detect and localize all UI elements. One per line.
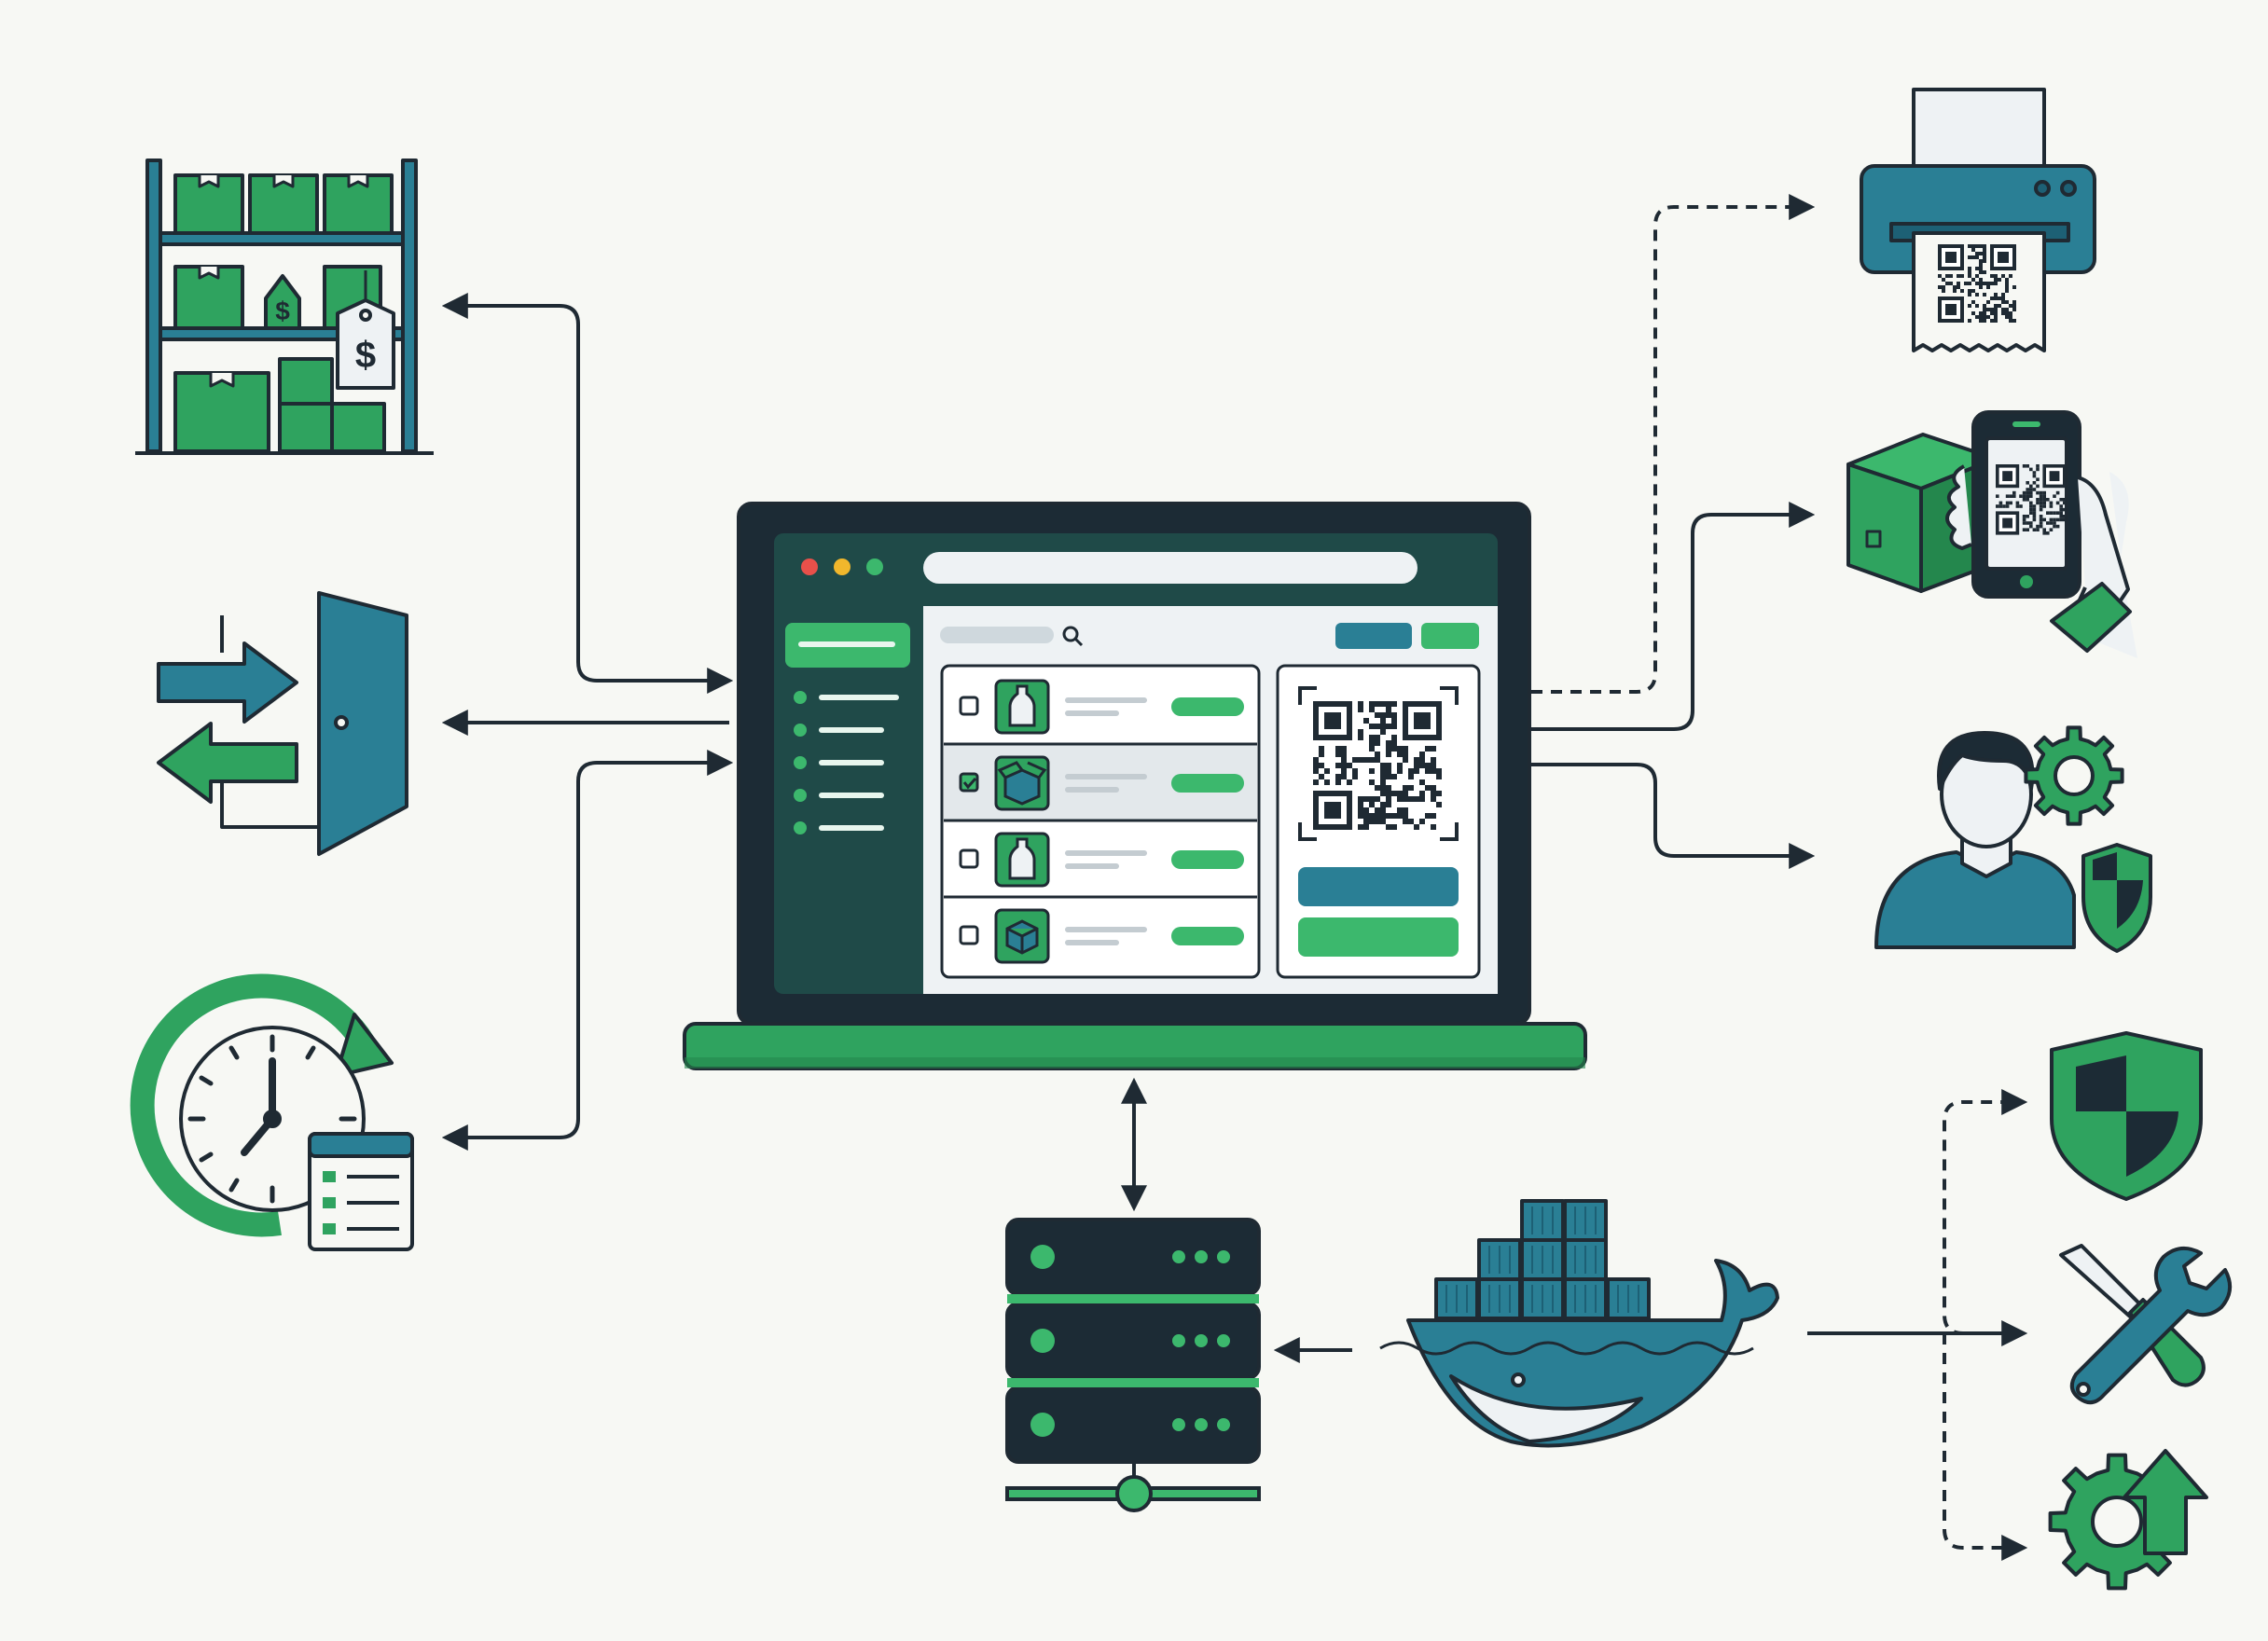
qr-printer-icon (1860, 88, 2096, 352)
sidebar-item[interactable] (794, 724, 884, 737)
settings-gear-icon (2024, 725, 2124, 826)
door-in-out-icon (157, 591, 408, 856)
calendar-list-icon (308, 1132, 414, 1251)
laptop-inventory-dashboard (683, 502, 1587, 1070)
warehouse-shelving-icon: $ $ (135, 159, 434, 455)
arrow-hub-update (1943, 1333, 2028, 1561)
arrow-laptop-mobile (1531, 502, 1816, 731)
arrow-laptop-user (1531, 763, 1816, 869)
row-checkbox[interactable] (959, 848, 979, 869)
security-shield-icon (2050, 1031, 2203, 1201)
arrow-laptop-printer (1531, 194, 1816, 694)
qr-confirm-button[interactable] (1298, 917, 1459, 957)
arrow-hub-shield (1943, 1089, 2028, 1335)
arrow-laptop-schedule (441, 750, 734, 1151)
qr-scan-frame (1298, 686, 1459, 841)
address-bar[interactable] (923, 552, 1418, 584)
window-maximize-dot[interactable] (866, 558, 883, 575)
list-item[interactable] (944, 742, 1257, 820)
window-close-dot[interactable] (801, 558, 818, 575)
row-status-pill (1171, 927, 1244, 945)
qr-print-button[interactable] (1298, 867, 1459, 906)
inventory-rows (944, 679, 1257, 964)
list-item[interactable] (944, 895, 1257, 964)
svg-text:$: $ (275, 296, 290, 325)
qr-code (1313, 701, 1442, 830)
maintenance-tools-icon (2059, 1244, 2233, 1405)
arrow-warehouse-laptop (441, 293, 734, 694)
header-action-button[interactable] (1335, 623, 1412, 649)
row-status-pill (1171, 774, 1244, 793)
sidebar-item[interactable] (794, 821, 884, 834)
list-item[interactable] (959, 679, 1244, 735)
sidebar-item[interactable] (794, 691, 899, 704)
list-item[interactable] (944, 819, 1257, 888)
row-checkbox[interactable] (959, 772, 979, 793)
row-checkbox[interactable] (959, 696, 979, 716)
svg-text:$: $ (355, 335, 376, 376)
row-status-pill (1171, 697, 1244, 716)
sidebar-nav (794, 691, 899, 834)
search-input[interactable] (940, 627, 1054, 643)
connectors (441, 194, 2028, 1561)
database-server-icon (1005, 1218, 1261, 1512)
window-minimize-dot[interactable] (834, 558, 850, 575)
user-settings-security-icon (1874, 725, 2152, 953)
mobile-scan-package-icon (1846, 410, 2137, 658)
update-gear-icon (2048, 1449, 2208, 1591)
search-icon[interactable] (1062, 626, 1084, 647)
row-checkbox[interactable] (959, 925, 979, 945)
row-status-pill (1171, 850, 1244, 869)
sidebar-item[interactable] (794, 756, 884, 769)
docker-whale-icon (1379, 1199, 1779, 1448)
clock-schedule-icon (130, 973, 414, 1251)
header-add-button[interactable] (1421, 623, 1479, 649)
sidebar-item[interactable] (794, 789, 884, 802)
